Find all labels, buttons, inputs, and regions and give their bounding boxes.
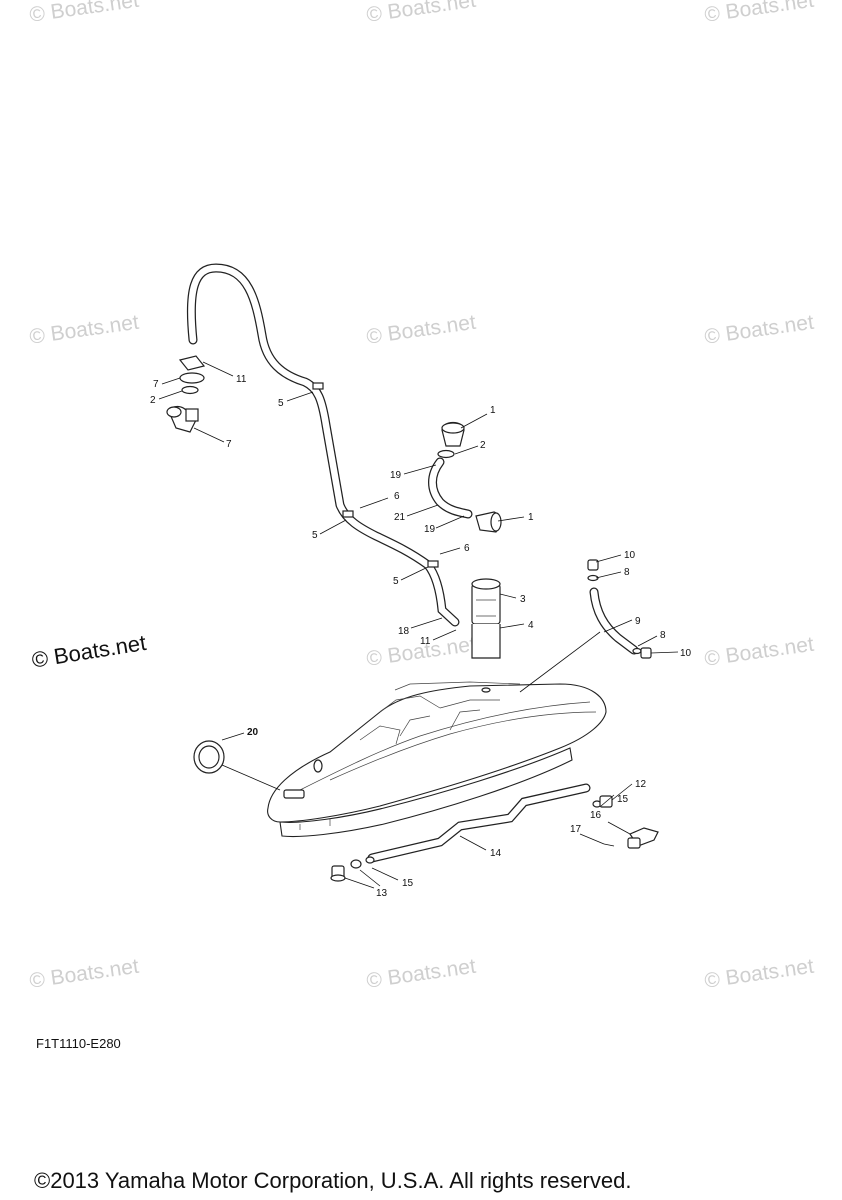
- callout-6: 6: [464, 543, 470, 554]
- callout-17: 17: [570, 824, 582, 835]
- callout-labels: 1 2 19 6 21 19 1 5 6 5 11 7 2 5 7 3 4 18…: [150, 374, 692, 899]
- inspection-cover: [193, 740, 225, 774]
- callout-5: 5: [393, 576, 399, 587]
- vent-filter: [471, 578, 501, 659]
- vent-fitting-lower: [475, 511, 502, 533]
- callout-5: 5: [312, 530, 318, 541]
- callout-19: 19: [390, 470, 402, 481]
- callout-4: 4: [528, 620, 534, 631]
- vent-fitting-left: [166, 355, 206, 433]
- callout-6: 6: [394, 491, 400, 502]
- callout-15: 15: [617, 794, 629, 805]
- callout-7: 7: [226, 439, 232, 450]
- hose-clip: [427, 560, 439, 568]
- callout-15: 15: [402, 878, 414, 889]
- callout-2: 2: [480, 440, 486, 451]
- copyright-notice: ©2013 Yamaha Motor Corporation, U.S.A. A…: [34, 1168, 632, 1193]
- leader-lines: [158, 361, 679, 889]
- callout-18: 18: [398, 626, 410, 637]
- callout-8: 8: [624, 567, 630, 578]
- callout-11: 11: [420, 636, 431, 647]
- boat-hull: [267, 681, 607, 838]
- callout-19: 19: [424, 524, 436, 535]
- drain-pipe-bottom: [367, 783, 591, 863]
- callout-11: 11: [236, 374, 247, 385]
- callout-3: 3: [520, 594, 526, 605]
- drain-hose-right: [587, 559, 652, 659]
- vent-fitting-top: [437, 421, 465, 459]
- callout-13: 13: [376, 888, 388, 899]
- hose-clip: [342, 510, 354, 518]
- hose-clip: [312, 382, 324, 390]
- vent-hose-short: [428, 457, 473, 519]
- callout-9: 9: [635, 616, 641, 627]
- callout-5: 5: [278, 398, 284, 409]
- callout-21: 21: [394, 512, 406, 523]
- callout-2: 2: [150, 395, 156, 406]
- callout-16: 16: [590, 810, 602, 821]
- callout-1: 1: [528, 512, 534, 523]
- diagram-code: F1T1110-E280: [36, 1036, 121, 1051]
- callout-1: 1: [490, 405, 496, 416]
- callout-12: 12: [635, 779, 647, 790]
- callout-10: 10: [624, 550, 636, 561]
- drain-bracket: [603, 827, 659, 849]
- callout-20: 20: [247, 727, 259, 738]
- callout-14: 14: [490, 848, 502, 859]
- callout-10: 10: [680, 648, 692, 659]
- callout-7: 7: [153, 379, 159, 390]
- callout-8: 8: [660, 630, 666, 641]
